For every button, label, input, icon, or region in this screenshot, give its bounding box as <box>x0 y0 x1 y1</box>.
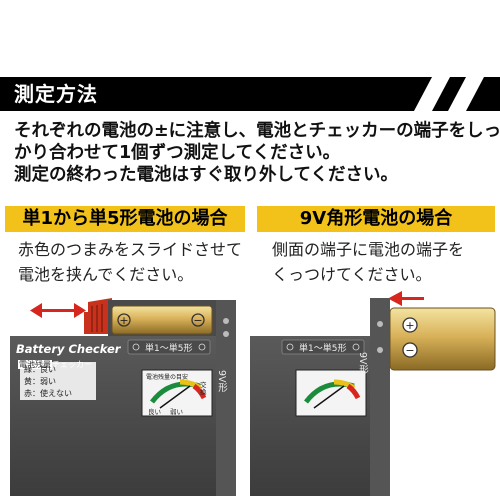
header-bar <box>0 77 500 111</box>
legend-value: 弱い <box>40 377 56 386</box>
9v-battery-icon: + − <box>389 307 496 371</box>
legend-item: 赤：使えない <box>24 389 72 398</box>
instruction-line-1: それぞれの電池の±に注意し、電池とチェッカーの端子をしっ <box>14 121 500 141</box>
page-title: 測定方法 <box>14 82 98 106</box>
slot-label: 単1〜単5形 <box>145 344 193 354</box>
left-section-text-1: 赤色のつまみをスライドさせて <box>18 240 243 259</box>
svg-text:−: − <box>193 314 202 327</box>
slide-arrow-icon <box>30 303 86 318</box>
legend-key: 緑 <box>24 365 32 374</box>
instruction-line-3: 測定の終わった電池はすぐ取り外してください。 <box>14 165 398 185</box>
subtitle-box: 電池残量 <box>18 360 52 369</box>
meter-replace: 交換 <box>200 381 207 396</box>
svg-text:−: − <box>405 344 414 357</box>
meter-good: 良い <box>148 408 161 416</box>
right-section-title: 9V角形電池の場合 <box>257 206 495 232</box>
meter-weak: 弱い <box>170 408 183 416</box>
right-checker-illustration: + − <box>250 291 496 496</box>
left-section-text-2: 電池を挟んでください。 <box>18 265 194 284</box>
legend-key: 赤 <box>24 389 32 398</box>
header-stripes <box>414 77 484 111</box>
left-section-title: 単1から単5形電池の場合 <box>5 206 245 232</box>
legend-value: 良い <box>40 365 56 374</box>
legend-item: 緑：良い <box>24 365 56 374</box>
right-section-text-1: 側面の端子に電池の端子を <box>272 240 465 259</box>
device-subtitle: 電池残量チェッカー <box>18 359 92 370</box>
svg-text:+: + <box>119 314 128 327</box>
label-9v-left: 9V形 <box>216 370 227 393</box>
legend-key: 黄 <box>24 377 32 386</box>
instruction-line-2: かり合わせて1個ずつ測定してください。 <box>14 143 341 163</box>
attach-arrow-icon <box>388 291 424 306</box>
legend-value: 使えない <box>40 389 72 398</box>
section-header: 測定方法 <box>0 77 500 111</box>
slot-label-right: 単1〜単5形 <box>299 344 347 354</box>
subtitle-rest: チェッカー <box>52 360 92 369</box>
red-slider-knob <box>84 298 112 334</box>
right-section-text-2: くっつけてください。 <box>272 265 432 284</box>
label-9v-right: 9V形 <box>357 352 368 375</box>
legend-item: 黄：弱い <box>24 377 56 386</box>
aa-battery-icon: + − <box>111 305 213 335</box>
legend-list: 緑：良い 黄：弱い 赤：使えない <box>24 364 72 400</box>
svg-text:+: + <box>405 319 414 332</box>
meter-title: 電池残量の目安 <box>146 374 189 381</box>
brand-label: Battery Checker <box>16 342 121 356</box>
